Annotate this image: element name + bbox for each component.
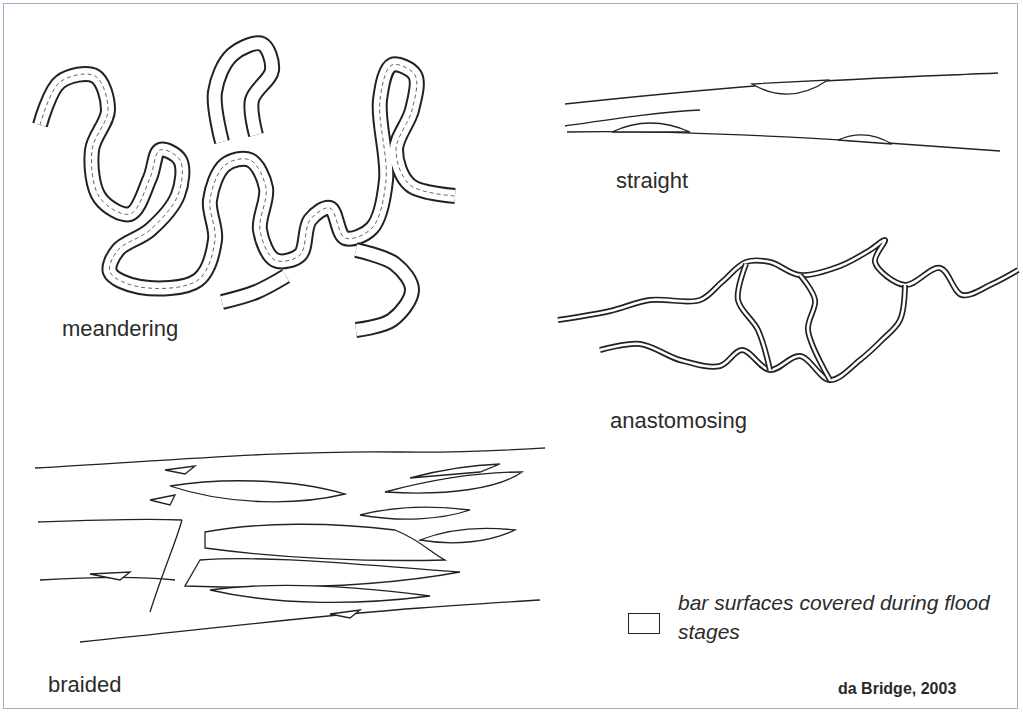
legend-item: bar surfaces covered during flood stages	[628, 588, 1008, 646]
meandering-channel	[40, 43, 455, 330]
pattern-label: straight	[616, 168, 688, 194]
pattern-label: meandering	[62, 316, 178, 342]
straight-channel	[565, 73, 1000, 151]
legend-text: bar surfaces covered during flood stages	[678, 588, 1008, 646]
source-credit: da Bridge, 2003	[838, 680, 956, 698]
legend-swatch	[628, 613, 660, 634]
pattern-label: braided	[48, 672, 121, 698]
anastomosing-channels	[558, 240, 1018, 380]
braided-channel	[35, 448, 545, 642]
pattern-label: anastomosing	[610, 408, 747, 434]
